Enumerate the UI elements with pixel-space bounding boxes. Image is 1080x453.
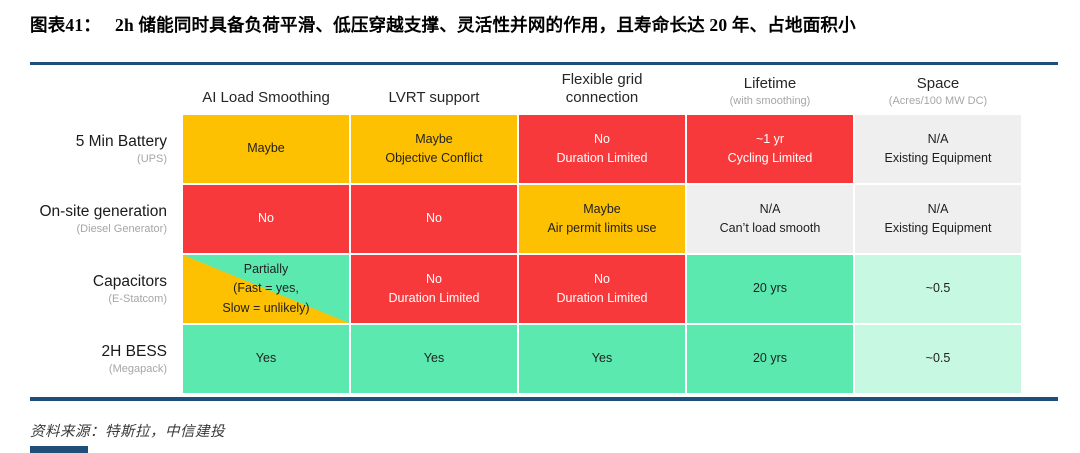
cell-text-line: ~0.5 [925,281,951,296]
cell-r3c1: Partially (Fast = yes, Slow = unlikely) [183,255,349,323]
table-bottom-rule [30,397,1058,401]
figure-number: 图表41： [30,15,101,35]
cell-r2c5: N/A Existing Equipment [855,185,1021,253]
cell-r4c4: 20 yrs [687,325,853,393]
cell-text-line: Existing Equipment [884,151,992,165]
cell-text-line: 20 yrs [752,281,788,296]
cell-r4c1: Yes [183,325,349,393]
cell-text-line: Slow = unlikely) [222,300,310,315]
cell-r4c3: Yes [519,325,685,393]
cell-text-line: Duration Limited [556,151,648,165]
figure-title-text: 2h 储能同时具备负荷平滑、低压穿越支撑、灵活性并网的作用，且寿命长达 20 年… [115,15,856,35]
cell-text-line: No [426,271,442,286]
column-header-line: LVRT support [388,89,480,107]
row-label-text: 5 Min Battery [75,132,167,150]
cell-r3c4: 20 yrs [687,255,853,323]
cell-r1c1: Maybe [183,115,349,183]
cell-text-line: Existing Equipment [884,221,992,235]
cell-text-line: Can’t load smooth [719,221,821,235]
cell-text-line: Cycling Limited [727,151,813,165]
column-header-line: connection [565,89,639,107]
cell-text-line: Partially [243,261,289,276]
cell-text-line: No [426,211,442,226]
cell-r1c5: N/A Existing Equipment [855,115,1021,183]
column-header-line: AI Load Smoothing [202,89,330,107]
cell-text-line: Yes [423,351,445,366]
column-header-line: Space [916,74,960,92]
cell-r2c2: No [351,185,517,253]
cell-r4c2: Yes [351,325,517,393]
cell-text-line: Duration Limited [388,291,480,305]
comparison-table: AI Load Smoothing LVRT support Flexible gr… [30,66,1021,393]
cell-text-line: Yes [591,351,613,366]
cell-text-line: No [594,131,610,146]
row-label-sublabel: (Diesel Generator) [76,222,167,235]
cell-text-line: Objective Conflict [385,151,483,165]
source-note: 资料来源：特斯拉，中信建投 [30,424,225,440]
row-label-1: 5 Min Battery (UPS) [30,115,181,183]
column-header-1: AI Load Smoothing [183,66,349,113]
column-header-5: Space (Acres/100 MW DC) [855,66,1021,113]
footer-blue-bar [30,446,88,453]
column-header-line: Flexible grid [561,70,643,88]
column-header-2: LVRT support [351,66,517,113]
column-header-line: Lifetime [743,74,797,92]
cell-text-line: Air permit limits use [547,221,657,235]
cell-text-line: 20 yrs [752,351,788,366]
table-top-rule [30,62,1058,65]
row-label-2: On-site generation (Diesel Generator) [30,185,181,253]
cell-text-line: N/A [759,201,781,216]
cell-text-line: Maybe [583,201,621,216]
cell-text-line: Duration Limited [556,291,648,305]
row-label-sublabel: (Megapack) [108,362,167,375]
row-label-4: 2H BESS (Megapack) [30,325,181,393]
row-label-sublabel: (UPS) [137,152,167,165]
cell-r2c4: N/A Can’t load smooth [687,185,853,253]
row-label-text: Capacitors [92,272,167,290]
cell-text-line: (Fast = yes, [233,281,299,296]
row-label-3: Capacitors (E-Statcom) [30,255,181,323]
cell-text-line: No [594,271,610,286]
figure-title: 图表41： 2h 储能同时具备负荷平滑、低压穿越支撑、灵活性并网的作用，且寿命长达… [30,12,1050,37]
cell-r1c4: ~1 yr Cycling Limited [687,115,853,183]
cell-text-line: ~1 yr [755,131,785,146]
cell-text-line: Maybe [415,131,453,146]
table-corner [30,66,181,113]
cell-text-line: ~0.5 [925,351,951,366]
cell-r4c5: ~0.5 [855,325,1021,393]
cell-text-line: N/A [927,201,949,216]
cell-text-line: Maybe [247,141,285,156]
cell-r3c5: ~0.5 [855,255,1021,323]
column-header-sublabel: (with smoothing) [729,94,811,107]
column-header-sublabel: (Acres/100 MW DC) [888,94,988,107]
row-label-text: 2H BESS [101,342,167,360]
cell-text-line: N/A [927,131,949,146]
cell-text-line: No [258,211,274,226]
row-label-sublabel: (E-Statcom) [108,292,167,305]
column-header-4: Lifetime (with smoothing) [687,66,853,113]
cell-r2c1: No [183,185,349,253]
row-label-text: On-site generation [39,202,167,220]
cell-text-line: Yes [255,351,277,366]
